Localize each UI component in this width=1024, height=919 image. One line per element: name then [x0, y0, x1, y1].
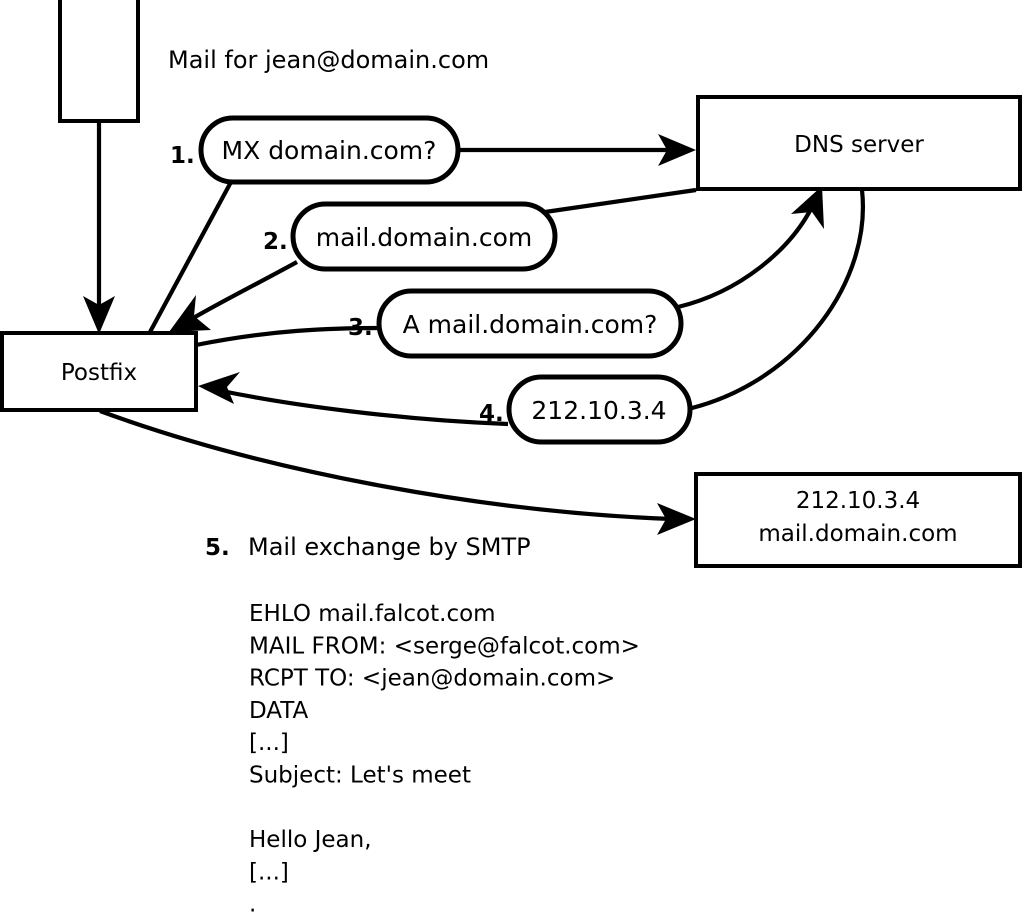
step-4-number: 4.	[479, 401, 504, 427]
step-3-number: 3.	[348, 315, 373, 341]
step-1-number: 1.	[170, 143, 195, 169]
node-postfix[interactable]: Postfix	[0, 331, 198, 412]
step-4-bubble[interactable]: 212.10.3.4	[506, 374, 693, 445]
edge-step4-to-postfix	[198, 372, 509, 427]
edge-step3-to-dns	[677, 186, 824, 310]
edge-postfix-to-step3	[195, 325, 383, 348]
smtp-transcript-line: RCPT TO: <jean@domain.com>	[249, 666, 615, 692]
step-4-bubble-label: 212.10.3.4	[531, 396, 666, 425]
step-3-bubble[interactable]: A mail.domain.com?	[376, 288, 684, 359]
node-client-box[interactable]	[58, 0, 140, 123]
node-postfix-label: Postfix	[61, 360, 137, 386]
step-3-bubble-label: A mail.domain.com?	[403, 310, 658, 339]
node-mail-server-host: mail.domain.com	[758, 521, 957, 547]
node-mail-server[interactable]: 212.10.3.4 mail.domain.com	[694, 472, 1022, 568]
edge-step1-to-dns	[458, 134, 696, 166]
smtp-transcript-line: [...]	[249, 859, 289, 885]
smtp-transcript-line: .	[249, 892, 256, 918]
step-5-number: 5.	[205, 535, 230, 561]
edge-dns-to-step4	[691, 189, 866, 411]
step-1-bubble[interactable]: MX domain.com?	[198, 115, 461, 185]
smtp-transcript-line: [...]	[249, 730, 289, 756]
edge-dns-to-step2	[544, 187, 697, 215]
step-2-bubble-label: mail.domain.com	[316, 223, 532, 252]
smtp-transcript-line: DATA	[249, 698, 309, 724]
step-2-bubble[interactable]: mail.domain.com	[290, 201, 558, 272]
edge-postfix-to-mailserver	[99, 409, 696, 535]
edge-client-to-postfix	[83, 121, 115, 334]
node-dns-server[interactable]: DNS server	[696, 95, 1022, 191]
node-dns-server-label: DNS server	[794, 132, 924, 158]
smtp-transcript-line: Subject: Let's meet	[249, 763, 471, 789]
node-mail-server-ip: 212.10.3.4	[796, 488, 920, 514]
step-1-bubble-label: MX domain.com?	[222, 136, 437, 165]
smtp-transcript-line: MAIL FROM: <serge@falcot.com>	[249, 633, 640, 659]
step-2-number: 2.	[263, 229, 288, 255]
edge-postfix-to-step1	[148, 181, 233, 333]
page-title: Mail for jean@domain.com	[168, 46, 489, 74]
smtp-transcript-line: Hello Jean,	[249, 827, 372, 853]
step-5-label: Mail exchange by SMTP	[248, 533, 531, 561]
smtp-transcript-line: EHLO mail.falcot.com	[249, 601, 496, 627]
edge-step2-to-postfix	[169, 260, 299, 332]
